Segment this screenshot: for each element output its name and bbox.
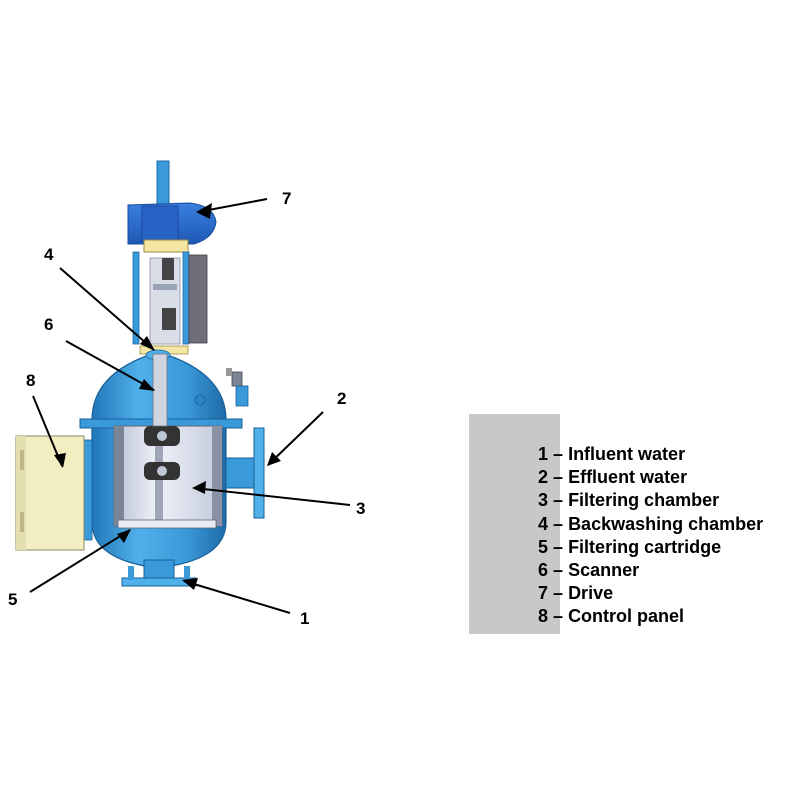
drive-frame: [132, 251, 208, 355]
drive-unit: [127, 202, 217, 253]
legend-number: 2: [538, 467, 549, 488]
legend-item: 8 – Control panel: [538, 605, 763, 628]
legend-label: Backwashing chamber: [568, 513, 764, 534]
legend-label: Filtering cartridge: [568, 536, 722, 557]
legend-label: Effluent water: [568, 467, 688, 488]
legend-label: Influent water: [568, 444, 686, 464]
legend-number: 6: [538, 560, 549, 581]
legend-item: 6 – Scanner: [538, 559, 763, 582]
scanner-tube: [152, 353, 168, 427]
legend-item: 2 – Effluent water: [538, 466, 763, 489]
leader-8: [32, 395, 63, 467]
leader-1: [183, 580, 291, 614]
leader-2: [267, 411, 324, 466]
leader-5: [29, 529, 131, 593]
legend-item: 3 – Filtering chamber: [538, 489, 763, 512]
arrowheads: [54, 203, 281, 590]
filtering-chamber: [113, 425, 223, 529]
legend-panel: [469, 414, 560, 634]
legend-separator: –: [553, 536, 564, 557]
legend-item: 7 – Drive: [538, 582, 763, 605]
legend-separator: –: [553, 444, 564, 464]
effluent-outlet: [225, 427, 265, 519]
air-valve: [226, 368, 249, 407]
legend-separator: –: [553, 513, 564, 534]
legend-label: Filtering chamber: [568, 490, 720, 511]
control-panel: [15, 435, 93, 551]
callout-5: 5: [8, 590, 17, 609]
legend-separator: –: [553, 606, 564, 627]
legend-separator: –: [553, 583, 564, 604]
drive-shaft: [156, 160, 170, 206]
legend-number: 3: [538, 490, 549, 511]
legend-label: Control panel: [568, 606, 685, 627]
legend-separator: –: [553, 490, 564, 511]
legend-item: 4 – Backwashing chamber: [538, 513, 763, 536]
callout-1: 1: [300, 609, 309, 628]
legend: 1 – Influent water 2 – Effluent water 3 …: [538, 443, 763, 629]
legend-number: 4: [538, 513, 549, 534]
callout-8: 8: [26, 371, 35, 390]
legend-number: 5: [538, 536, 549, 557]
callout-3: 3: [356, 499, 365, 518]
legend-separator: –: [553, 560, 564, 581]
callout-6: 6: [44, 315, 53, 334]
leader-6: [65, 340, 155, 391]
legend-label: Drive: [568, 583, 614, 604]
legend-number: 1: [538, 444, 549, 464]
callout-4: 4: [44, 245, 54, 264]
legend-item: 1 – Influent water: [538, 443, 763, 466]
legend-number: 7: [538, 583, 549, 604]
leader-4: [59, 267, 155, 351]
leader-lines: [29, 198, 351, 614]
legend-separator: –: [553, 467, 564, 488]
callout-2: 2: [337, 389, 346, 408]
leader-3: [193, 487, 351, 506]
legend-number: 8: [538, 606, 549, 627]
callout-7: 7: [282, 189, 291, 208]
legend-item: 5 – Filtering cartridge: [538, 536, 763, 559]
legend-label: Scanner: [568, 560, 640, 581]
